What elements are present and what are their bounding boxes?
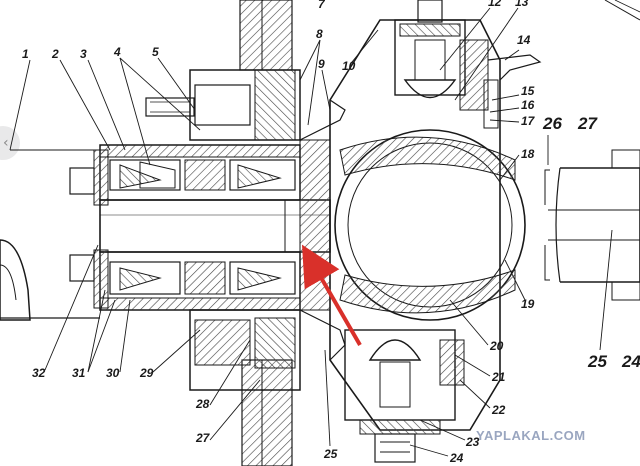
- callout-leaders: [9, 7, 613, 457]
- hub-cap-nut: [69, 167, 95, 195]
- hub-flange-lower: [189, 309, 301, 391]
- callout-20: 20: [490, 339, 504, 353]
- callout-3: 3: [80, 47, 87, 61]
- callout-14: 14: [517, 33, 531, 47]
- wheel-bolt: [145, 97, 195, 117]
- lower-kingpin: [344, 329, 465, 463]
- callout-30: 30: [106, 366, 120, 380]
- callout-7: 7: [318, 0, 325, 11]
- callout-17: 17: [521, 114, 535, 128]
- callout-25-right: 25: [588, 352, 607, 371]
- chevron-left-icon: ‹: [3, 135, 9, 151]
- callout-29: 29: [140, 366, 154, 380]
- callout-22: 22: [492, 403, 506, 417]
- callout-21: 21: [492, 370, 506, 384]
- callout-23: 23: [466, 435, 480, 449]
- callout-8: 8: [316, 27, 323, 41]
- callout-10: 10: [342, 59, 356, 73]
- axle-shaft: [99, 199, 331, 253]
- lower-bearing-outer: [109, 261, 181, 295]
- axle-housing-tube: [548, 149, 640, 301]
- callout-24-right: 24: [622, 352, 640, 371]
- highlight-arrow: [301, 244, 362, 347]
- callout-5: 5: [152, 45, 159, 59]
- left-housing: [0, 239, 31, 321]
- callout-12: 12: [488, 0, 502, 9]
- callout-27: 27: [196, 431, 210, 445]
- lower-bearing-inner: [229, 261, 296, 295]
- callout-24: 24: [450, 451, 464, 465]
- callout-13: 13: [515, 0, 529, 9]
- callout-16: 16: [521, 98, 535, 112]
- watermark: YAPLAKAL.COM: [476, 428, 586, 443]
- callout-19: 19: [521, 297, 535, 311]
- callout-18: 18: [521, 147, 535, 161]
- callout-27-top: 27: [578, 114, 597, 133]
- upper-bearing-inner: [229, 159, 296, 191]
- callout-1: 1: [22, 47, 29, 61]
- steering-arm-bracket: [487, 54, 542, 81]
- callout-28: 28: [196, 397, 210, 411]
- upper-kingpin: [394, 0, 489, 111]
- upper-bearing-outer: [109, 159, 181, 191]
- callout-25: 25: [324, 447, 338, 461]
- callout-15: 15: [521, 84, 535, 98]
- callout-2: 2: [52, 47, 59, 61]
- previous-image-button[interactable]: ‹: [0, 126, 20, 160]
- callout-32: 32: [32, 366, 46, 380]
- callout-26: 26: [543, 114, 562, 133]
- callout-9: 9: [318, 57, 325, 71]
- callout-31: 31: [72, 366, 86, 380]
- brake-disc-upper: [239, 0, 293, 71]
- brake-disc-lower: [241, 359, 293, 466]
- callout-4: 4: [114, 45, 121, 59]
- cv-joint: [334, 129, 526, 321]
